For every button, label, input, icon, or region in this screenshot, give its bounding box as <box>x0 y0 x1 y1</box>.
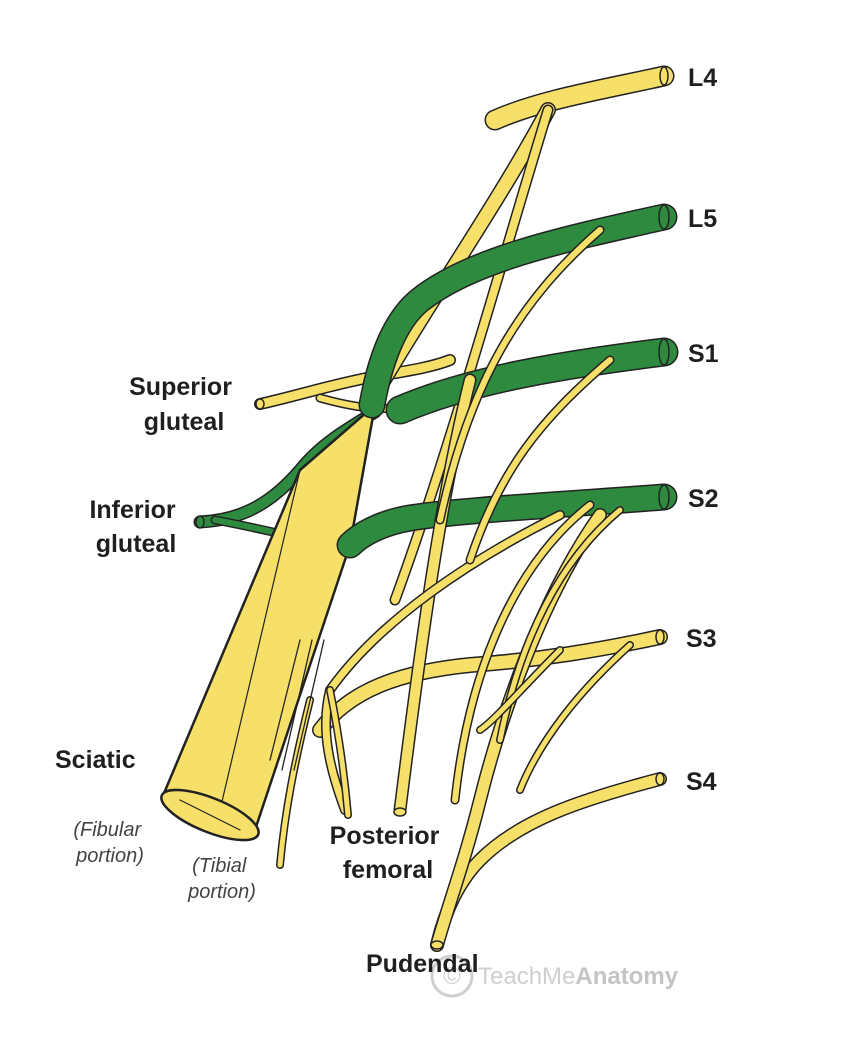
label-pudendal: Pudendal <box>366 950 479 978</box>
label-s2: S2 <box>688 485 719 513</box>
watermark-text: TeachMeAnatomy <box>478 963 679 990</box>
label-l4: L4 <box>688 64 717 92</box>
watermark: © TeachMeAnatomy <box>430 954 679 998</box>
label-s1: S1 <box>688 340 719 368</box>
label-inferior-gluteal: Inferior gluteal <box>89 496 182 558</box>
label-fibular-portion: (Fibular portion) <box>73 819 146 867</box>
root-s4-nerve <box>430 772 667 952</box>
label-l5: L5 <box>688 205 717 233</box>
label-posterior-femoral: Posterior femoral <box>330 822 447 884</box>
label-sciatic: Sciatic <box>55 746 136 774</box>
copyright-icon <box>430 954 474 998</box>
label-superior-gluteal: Superior gluteal <box>129 373 239 436</box>
nerve-drawing <box>160 65 679 952</box>
label-s3: S3 <box>686 625 717 653</box>
svg-text:©: © <box>443 963 461 990</box>
label-tibial-portion: (Tibial portion) <box>187 855 256 903</box>
label-s4: S4 <box>686 768 717 796</box>
